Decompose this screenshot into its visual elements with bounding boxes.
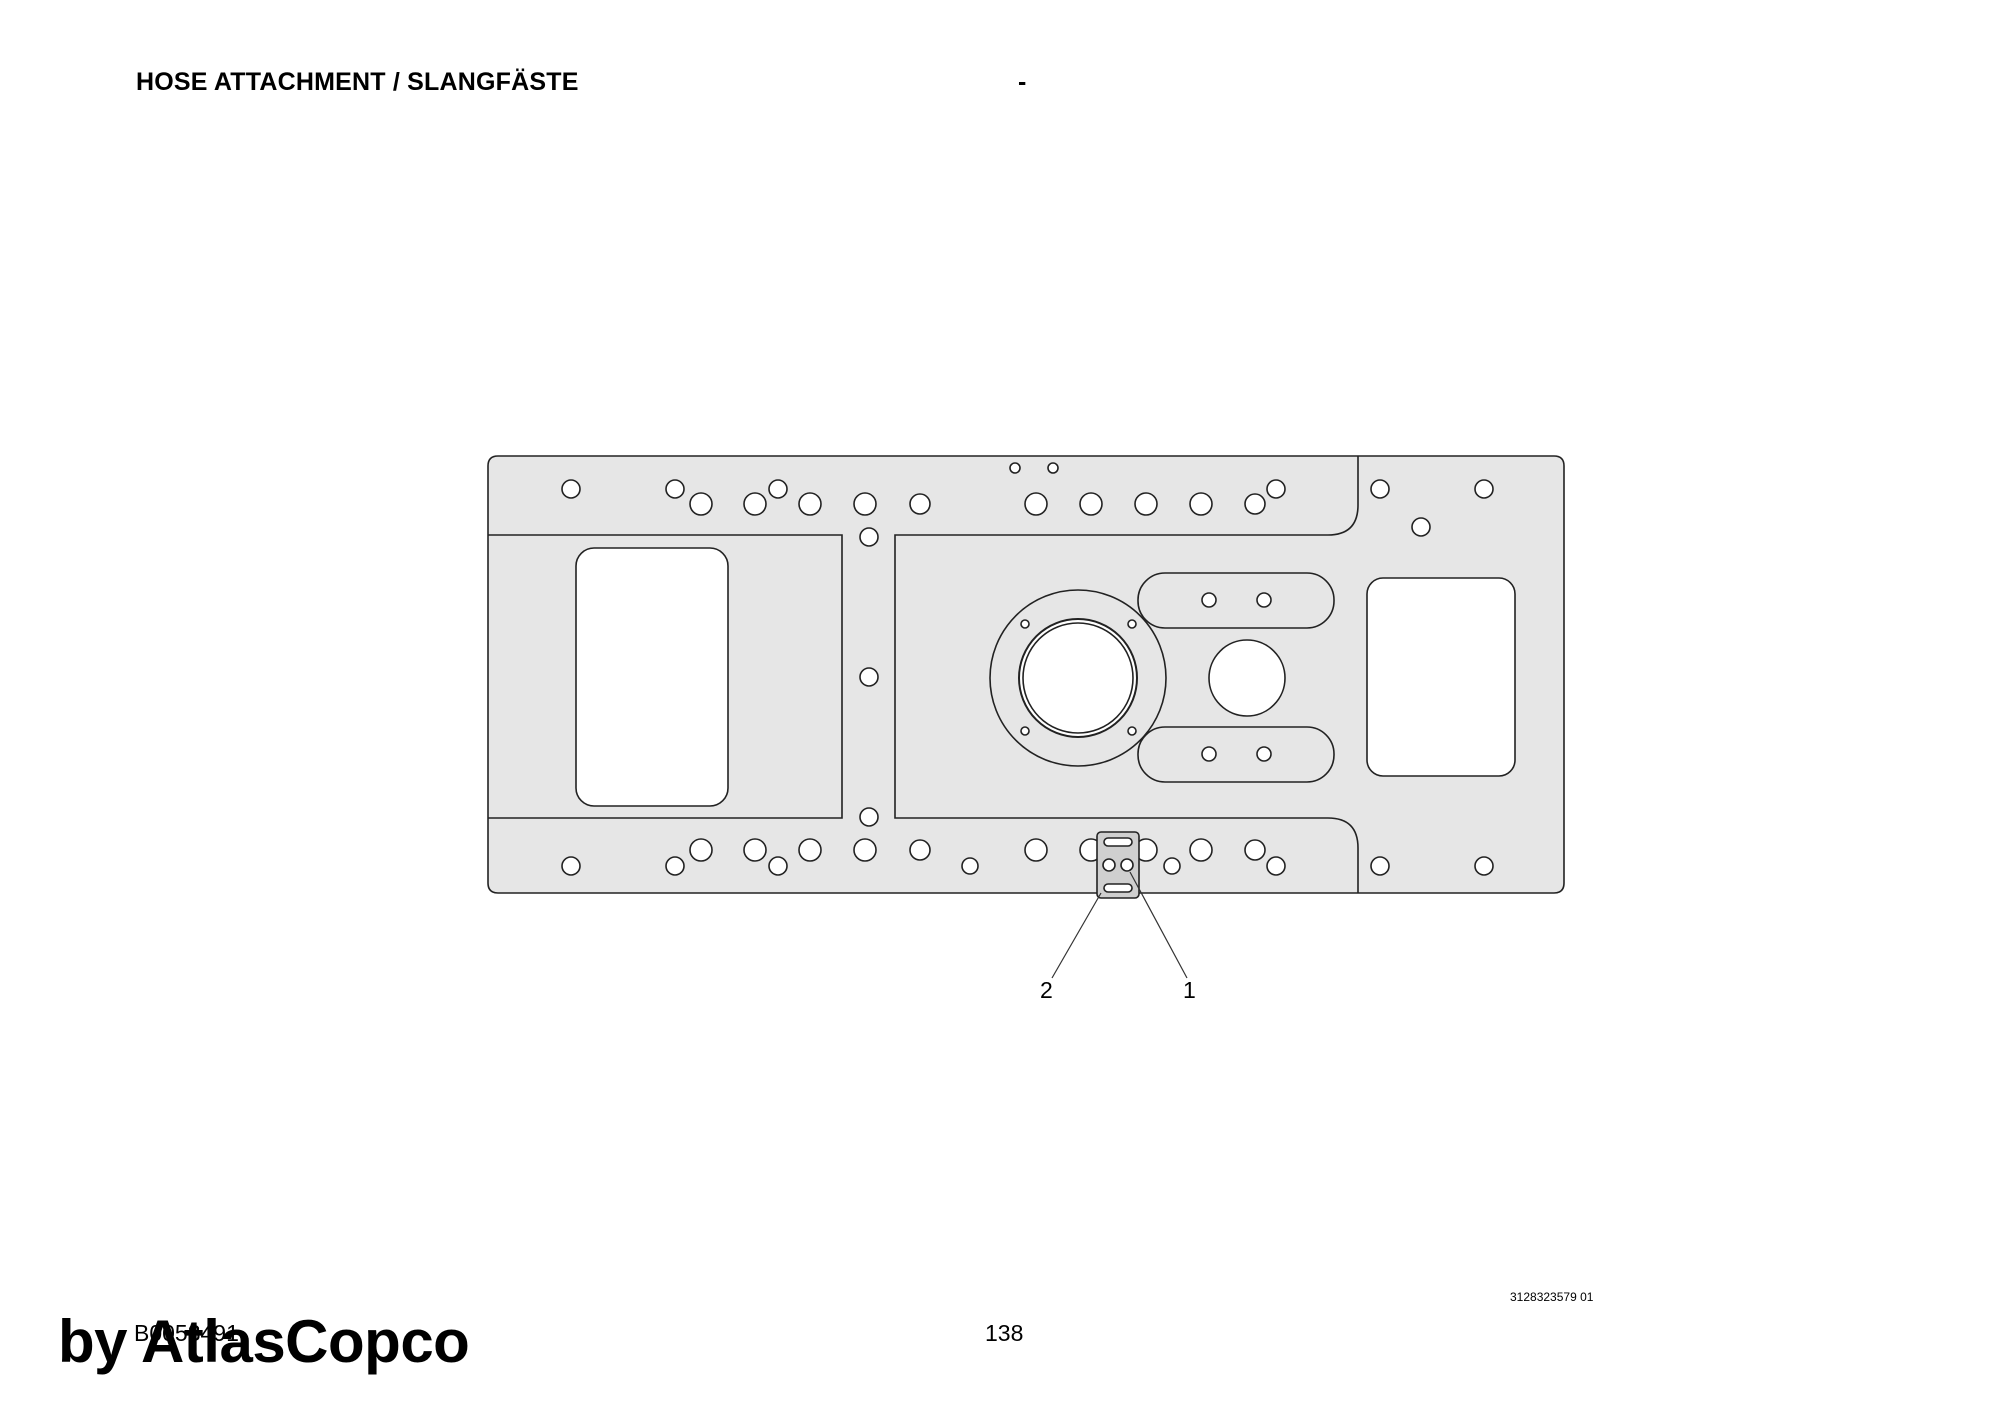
- brand-watermark: by AtlasCopco: [58, 1308, 470, 1375]
- center-bore: [1208, 639, 1286, 717]
- page-number: 138: [985, 1320, 1024, 1346]
- leader-line-2: [1051, 892, 1102, 979]
- flange-bore: [1018, 618, 1138, 738]
- flange-outer: [989, 589, 1167, 767]
- page-title: HOSE ATTACHMENT / SLANGFÄSTE: [136, 68, 579, 96]
- header-dash: -: [1018, 68, 1027, 96]
- document-code: B0053491: [134, 1320, 239, 1346]
- left-panel-frame: [488, 534, 843, 819]
- right-window: [1366, 577, 1516, 777]
- callout-2: 2: [1040, 977, 1053, 1003]
- hose-clamp-bracket: [1096, 831, 1140, 899]
- plate-section-divider: [894, 456, 1359, 893]
- callout-1: 1: [1183, 977, 1196, 1003]
- leader-line-1: [1129, 871, 1188, 979]
- left-window: [575, 547, 729, 807]
- lower-slot: [1137, 726, 1335, 783]
- drawing-id: 3128323579 01: [1510, 1290, 1594, 1304]
- flange-bore-inner: [1022, 622, 1134, 734]
- upper-slot: [1137, 572, 1335, 629]
